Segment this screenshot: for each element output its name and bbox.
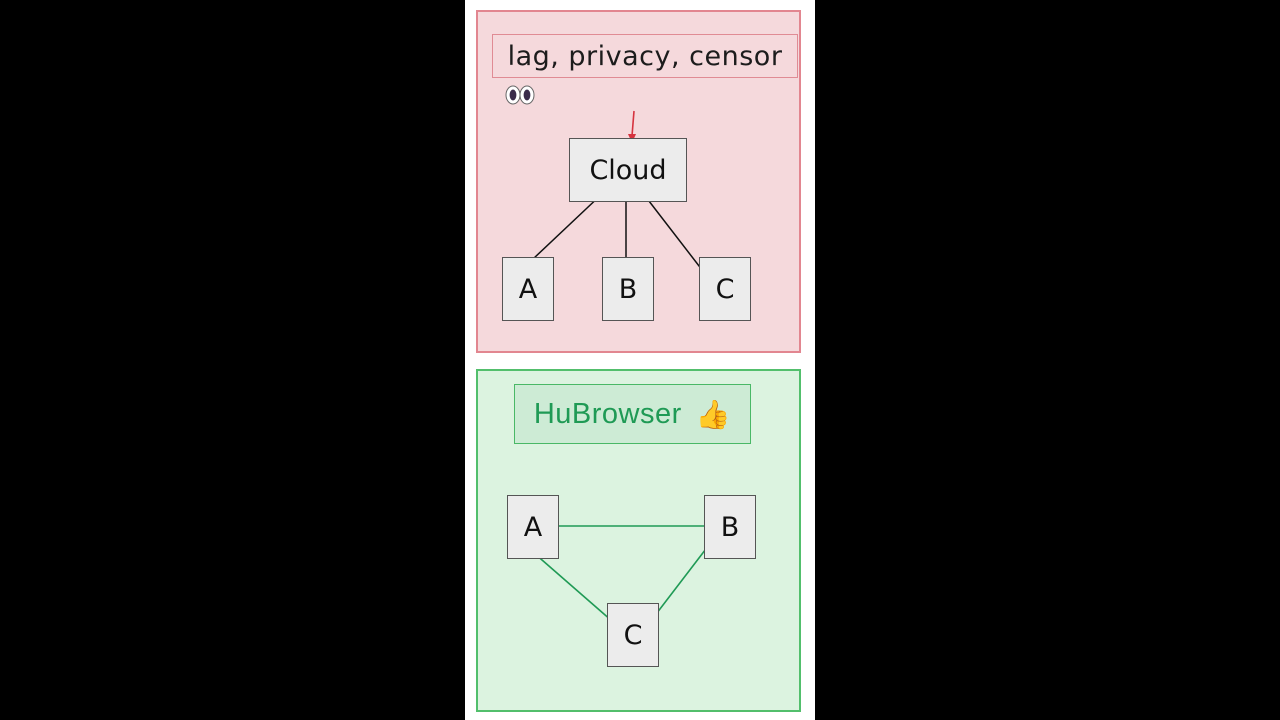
eyes-icon [505,85,535,105]
hubrowser-architecture-panel: HuBrowser 👍 A B C [476,369,801,712]
video-frame: lag, privacy, censor Cloud A B C HuBrows… [465,0,815,720]
link-cloud-a [532,191,605,260]
cloud-server-box: Cloud [569,138,687,202]
link-cloud-c [641,191,707,276]
hubrowser-title: HuBrowser 👍 [514,384,751,444]
cloud-problems-title: lag, privacy, censor [492,34,798,78]
peer-b: B [704,495,756,559]
peer-a: A [507,495,559,559]
link-a-to-c [533,552,613,622]
hubrowser-title-text: HuBrowser [533,397,682,430]
cloud-architecture-panel: lag, privacy, censor Cloud A B C [476,10,801,353]
thumbs-up-icon: 👍 [695,398,732,430]
cloud-client-a: A [502,257,554,321]
link-b-to-c [649,540,713,623]
arrow-into-cloud [631,110,635,137]
peer-c: C [607,603,659,667]
cloud-client-c: C [699,257,751,321]
cloud-client-b: B [602,257,654,321]
